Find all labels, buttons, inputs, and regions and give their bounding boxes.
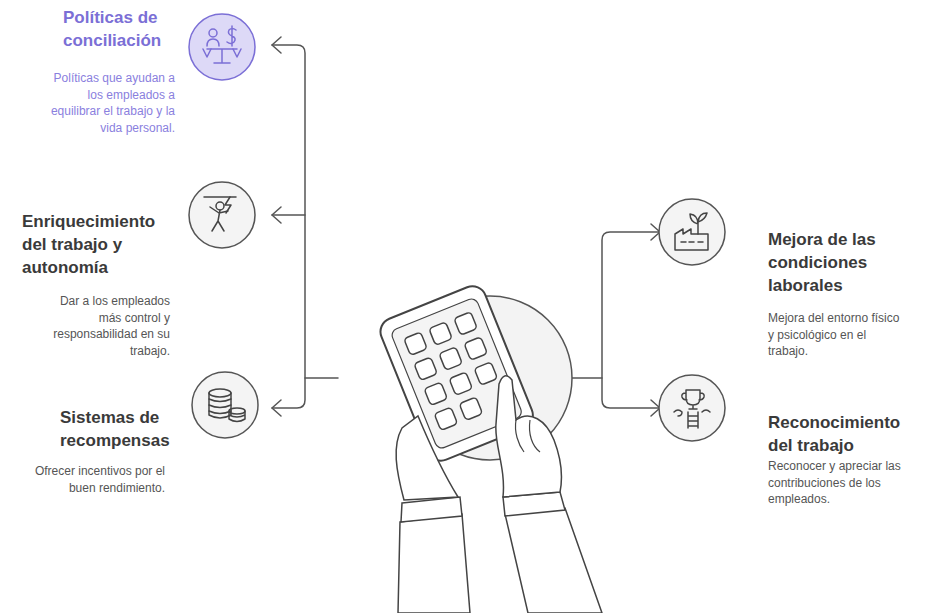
illustration-part bbox=[272, 207, 281, 223]
icon-glyph bbox=[203, 26, 241, 63]
icon-part bbox=[674, 410, 710, 416]
node-heading: Enriquecimiento del trabajo y autonomía bbox=[22, 210, 172, 279]
illustration-part bbox=[272, 37, 281, 53]
illustration-part bbox=[602, 232, 660, 408]
node-heading: Mejora de las condiciones laborales bbox=[768, 228, 918, 297]
node-heading: Políticas de conciliación bbox=[63, 6, 183, 52]
icon-circle bbox=[656, 196, 728, 268]
topic-node: Políticas de conciliaciónPolíticas que a… bbox=[38, 6, 268, 128]
node-description: Políticas que ayudan a los empleados a e… bbox=[41, 70, 175, 136]
icon-part bbox=[675, 229, 708, 250]
icon-part bbox=[227, 26, 236, 46]
icon-outline bbox=[189, 182, 255, 248]
icon-circle bbox=[186, 179, 258, 251]
illustration-part bbox=[434, 407, 457, 430]
icon-part bbox=[681, 241, 703, 243]
topic-node: Sistemas de recompensasOfrecer incentivo… bbox=[20, 370, 270, 498]
icon-glyph bbox=[674, 390, 710, 428]
icon-outline bbox=[659, 199, 725, 265]
node-description: Ofrecer incentivos por el buen rendimien… bbox=[25, 463, 165, 496]
icon-part bbox=[203, 49, 241, 57]
illustration-part bbox=[454, 312, 477, 335]
icon-outline bbox=[189, 14, 255, 80]
illustration-part bbox=[459, 397, 482, 420]
center-illustration bbox=[376, 282, 602, 613]
icon-circle bbox=[189, 369, 261, 441]
icon-glyph bbox=[209, 389, 245, 422]
icon-part bbox=[204, 196, 236, 198]
icon-outline bbox=[192, 372, 258, 438]
node-heading: Sistemas de recompensas bbox=[60, 406, 180, 452]
illustration-part bbox=[272, 214, 305, 216]
node-description: Dar a los empleados más control y respon… bbox=[45, 293, 170, 359]
icon-part bbox=[209, 393, 231, 418]
illustration-part bbox=[401, 497, 462, 522]
icon-circle bbox=[186, 11, 258, 83]
icon-part bbox=[207, 49, 237, 63]
icon-part bbox=[690, 213, 707, 234]
illustration-part bbox=[414, 357, 437, 380]
illustration-part bbox=[305, 377, 338, 379]
illustration-part bbox=[496, 376, 562, 497]
icon-part bbox=[209, 389, 231, 397]
icon-part bbox=[225, 197, 231, 213]
illustration-part bbox=[515, 420, 540, 452]
illustration-part bbox=[424, 382, 447, 405]
node-description: Reconocer y apreciar las contribuciones … bbox=[768, 458, 918, 508]
icon-part bbox=[682, 390, 704, 409]
topic-node: Enriquecimiento del trabajo y autonomíaD… bbox=[18, 178, 268, 368]
illustration-part bbox=[396, 416, 458, 500]
illustration-part bbox=[272, 400, 281, 416]
node-description: Mejora del entorno físico y psicológico … bbox=[768, 310, 904, 360]
icon-circle bbox=[656, 372, 728, 444]
illustration-part bbox=[474, 362, 497, 385]
topic-node: Mejora de las condiciones laboralesMejor… bbox=[655, 195, 935, 363]
icon-part bbox=[216, 202, 224, 210]
icon-part bbox=[229, 408, 245, 414]
node-heading: Reconocimiento del trabajo bbox=[768, 411, 918, 457]
illustration-part bbox=[449, 372, 472, 395]
icon-part bbox=[210, 207, 228, 231]
illustration-part bbox=[272, 45, 305, 408]
topic-node: Reconocimiento del trabajoReconocer y ap… bbox=[655, 372, 935, 512]
icon-part bbox=[209, 399, 231, 414]
illustration-part bbox=[464, 337, 487, 360]
illustration-part bbox=[404, 332, 427, 355]
illustration-part bbox=[505, 508, 602, 613]
icon-glyph bbox=[204, 197, 236, 231]
icon-part bbox=[209, 29, 217, 37]
illustration-part bbox=[429, 322, 452, 345]
icon-part bbox=[207, 39, 219, 46]
illustration-part bbox=[439, 347, 462, 370]
illustration-part bbox=[398, 514, 470, 613]
icon-part bbox=[229, 411, 245, 422]
icon-outline bbox=[659, 375, 725, 441]
icon-glyph bbox=[675, 213, 708, 250]
icon-part bbox=[688, 412, 698, 428]
illustration-part bbox=[404, 312, 508, 431]
